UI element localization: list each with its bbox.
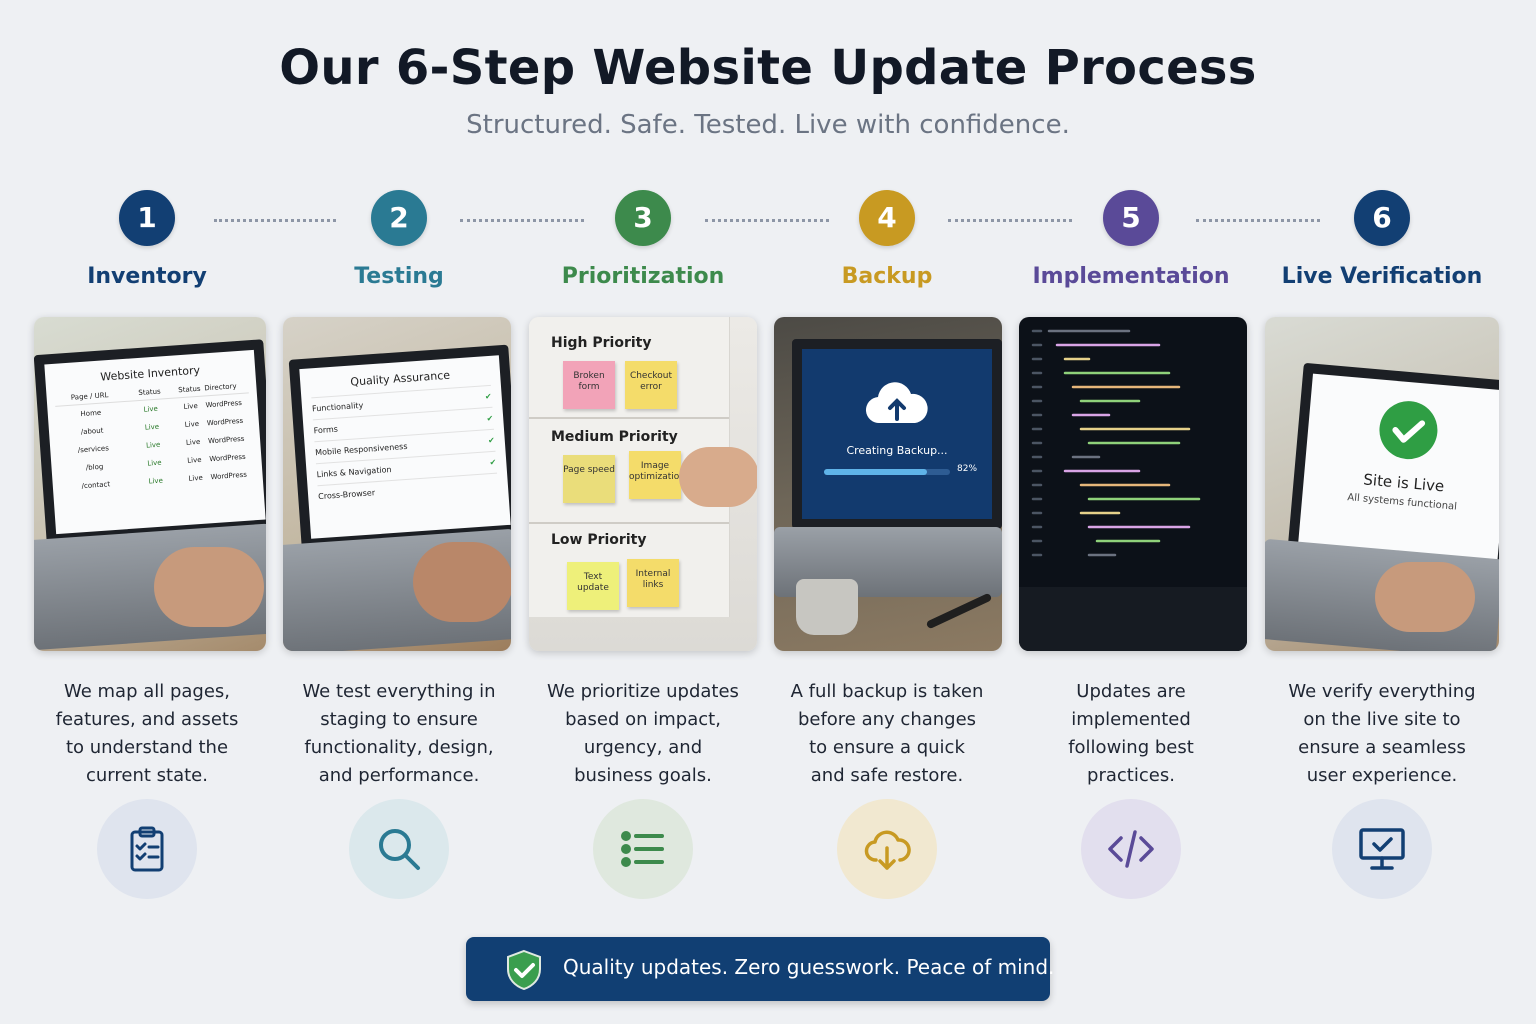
step-number: 2	[371, 190, 427, 246]
step-title: Backup	[841, 264, 933, 289]
step-description: We prioritize updates based on impact, u…	[547, 681, 739, 786]
sticky-note: Internal links	[627, 559, 679, 607]
step-icon	[593, 799, 693, 899]
step-inventory: 1 Inventory Website Inventory Page / URL…	[27, 190, 267, 899]
sticky-note: Checkout error	[625, 361, 677, 409]
step-title: Implementation	[1032, 264, 1230, 289]
step-icon	[1081, 799, 1181, 899]
list-icon	[621, 831, 664, 867]
step-connector	[948, 219, 1072, 222]
step-description: A full backup is taken before any change…	[790, 681, 984, 786]
check-circle-icon	[1379, 401, 1438, 460]
step-description: We verify everything on the live site to…	[1288, 681, 1476, 786]
hand	[1375, 562, 1475, 632]
backup-label: Creating Backup...	[846, 444, 948, 457]
step-connector	[460, 219, 584, 222]
coffee-mug	[796, 579, 858, 635]
backup-progress-text: 82%	[957, 464, 978, 474]
page-subtitle: Structured. Safe. Tested. Live with conf…	[466, 110, 1070, 140]
cloud-upload-icon	[865, 382, 928, 424]
step-photo: Site is Live All systems functional	[1265, 317, 1499, 651]
step-icon	[837, 799, 937, 899]
col-header: Page / URL	[70, 391, 109, 402]
clipboard-checklist-icon	[130, 826, 164, 872]
step-description: Updates are implemented following best p…	[1068, 681, 1194, 786]
step-connector	[214, 219, 336, 222]
step-prioritization: 3 Prioritization High Priority Broken fo…	[523, 190, 763, 899]
step-implementation: 5 Implementation	[1011, 190, 1251, 899]
sticky-note: Text update	[567, 562, 619, 610]
step-title: Live Verification	[1281, 264, 1483, 289]
pen	[925, 592, 993, 630]
hand	[413, 542, 511, 622]
col-header: Status	[138, 387, 161, 398]
backup-progress-fill	[824, 469, 928, 475]
step-icon	[97, 799, 197, 899]
step-number: 6	[1354, 190, 1410, 246]
step-photo: High Priority Broken form Checkout error…	[529, 317, 757, 651]
step-icon	[349, 799, 449, 899]
step-title: Prioritization	[561, 264, 725, 289]
step-title: Inventory	[87, 264, 207, 289]
step-photo	[1019, 317, 1247, 651]
backup-screen: Creating Backup... 82%	[792, 339, 1002, 529]
step-connector	[705, 219, 829, 222]
sticky-note: Broken form	[563, 361, 615, 409]
backup-progress-bar	[824, 469, 950, 475]
shield-check-icon	[507, 949, 541, 991]
footer-text: Quality updates. Zero guesswork. Peace o…	[563, 955, 1055, 979]
step-number: 1	[119, 190, 175, 246]
step-description: We map all pages, features, and assets t…	[55, 681, 239, 786]
board-section-label: Medium Priority	[551, 429, 678, 445]
cloud-download-icon	[864, 830, 911, 870]
magnifier-icon	[379, 829, 420, 870]
step-backup: 4 Backup Creating Backup... 82% A full b…	[767, 190, 1007, 899]
col-header: Status	[178, 384, 201, 395]
col-header: Directory	[204, 382, 237, 393]
board-section-label: High Priority	[551, 335, 652, 351]
code-brackets-icon	[1108, 830, 1154, 868]
step-description: We test everything in staging to ensure …	[302, 681, 496, 786]
hand	[154, 547, 264, 627]
step-photo: Website Inventory Page / URL Status Stat…	[34, 317, 266, 651]
step-title: Testing	[354, 264, 444, 289]
step-live-verification: 6 Live Verification Site is Live All sys…	[1262, 190, 1502, 899]
step-photo: Quality Assurance Functionality✔ Forms✔ …	[283, 317, 511, 651]
step-testing: 2 Testing Quality Assurance Functionalit…	[279, 190, 519, 899]
step-number: 5	[1103, 190, 1159, 246]
footer-banner: Quality updates. Zero guesswork. Peace o…	[466, 937, 1054, 1001]
monitor-check-icon	[1359, 828, 1405, 870]
hand	[679, 447, 757, 507]
code-editor	[1019, 317, 1247, 651]
step-photo: Creating Backup... 82%	[774, 317, 1002, 651]
step-number: 3	[615, 190, 671, 246]
step-number: 4	[859, 190, 915, 246]
page-title: Our 6-Step Website Update Process	[279, 40, 1257, 96]
board-section-label: Low Priority	[551, 532, 647, 548]
sticky-note: Image optimization	[629, 451, 685, 499]
step-icon	[1332, 799, 1432, 899]
sticky-note: Page speed	[563, 455, 615, 503]
step-connector	[1196, 219, 1320, 222]
